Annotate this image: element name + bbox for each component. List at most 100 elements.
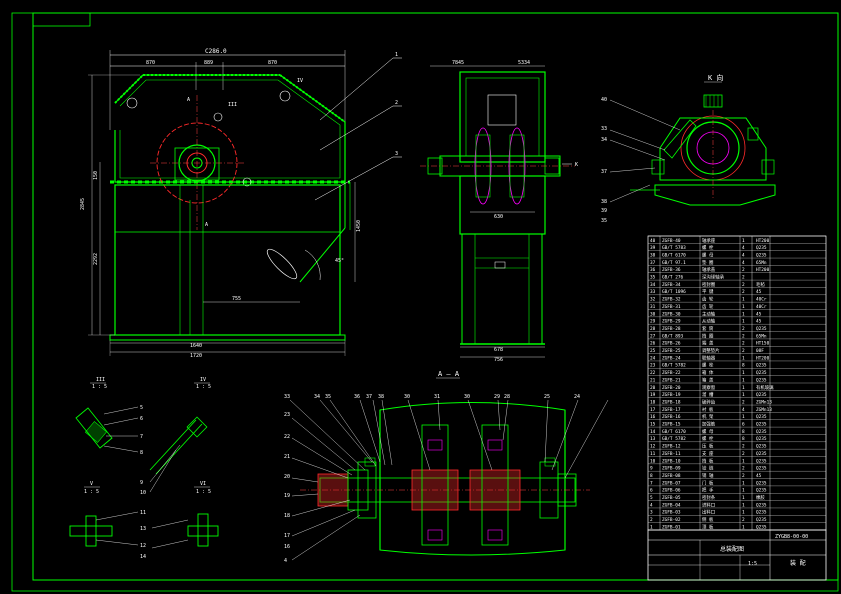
parts-list-cell: Q235 — [756, 392, 767, 398]
parts-list-cell: 8 — [742, 429, 745, 435]
parts-list-cell: 22 — [650, 370, 656, 376]
dim-angle: 45° — [335, 258, 344, 264]
front-view: C286.0 870 889 870 — [80, 48, 402, 359]
parts-list-cell: 出料口 — [702, 509, 715, 516]
parts-list-cell: 8 — [742, 363, 745, 369]
parts-list-cell: 溜 槽 — [702, 391, 714, 398]
aa-left-19: 19 — [284, 493, 290, 499]
parts-list-cell: 密封圈 — [702, 281, 716, 288]
parts-list-cell: 45 — [756, 319, 762, 325]
parts-list-cell: 2 — [742, 451, 745, 457]
parts-list-cell: 加强筋 — [702, 421, 716, 428]
iii-leader-5: 5 — [140, 405, 143, 411]
parts-list-cell: 35 — [650, 275, 656, 281]
parts-list-cell: ZGMn13 — [756, 399, 772, 405]
v-scale: 1 : 5 — [84, 489, 99, 495]
parts-list-cell: Q235 — [756, 429, 767, 435]
parts-list-cell: HT200 — [756, 267, 770, 273]
parts-list-cell: 2 — [742, 399, 745, 405]
v-leader-11: 11 — [140, 510, 146, 516]
parts-list-cell: 27 — [650, 333, 656, 339]
parts-list-cell: Q235 — [756, 517, 767, 523]
parts-list-cell: ZGFB-15 — [662, 422, 681, 428]
parts-list-cell: 2 — [742, 275, 745, 281]
parts-list-cell: GB/T 5782 — [662, 363, 686, 369]
parts-list-cell: ZGFB-31 — [662, 304, 681, 310]
parts-list-cell: ZGFB-28 — [662, 326, 681, 332]
iv-leader-9: 9 — [140, 480, 143, 486]
parts-list-cell: Q235 — [756, 458, 767, 464]
parts-list-cell: 2 — [742, 517, 745, 523]
parts-list-cell: HT200 — [756, 238, 770, 244]
parts-list-cell: ZGFB-08 — [662, 473, 681, 479]
parts-list-cell: 联轴器 — [702, 354, 716, 361]
parts-list-cell: 破碎齿 — [702, 398, 716, 405]
parts-list-cell: 2 — [742, 444, 745, 450]
parts-list-cell: 铰 链 — [702, 465, 714, 472]
parts-list-cell: ZGFB-19 — [662, 392, 681, 398]
inner-frame — [32, 12, 839, 581]
leader-2: 2 — [395, 100, 398, 106]
parts-list-cell: GB/T 276 — [662, 275, 684, 281]
parts-list-cell: 32 — [650, 297, 656, 303]
v-title: V — [90, 481, 93, 487]
parts-list-cell: 深沟球轴承 — [702, 274, 725, 281]
dim-right: 870 — [268, 60, 277, 66]
aa-top-34: 34 — [314, 394, 320, 400]
parts-list-cell: 8 — [650, 473, 653, 479]
parts-list-cell: ZGFB-03 — [662, 510, 681, 516]
parts-list-cell: 螺 母 — [702, 428, 714, 435]
parts-list-cell: 从动轴 — [702, 318, 716, 325]
parts-list-cell: 2 — [742, 289, 745, 295]
parts-list-cell: Q235 — [756, 524, 767, 530]
aa-left-4: 4 — [284, 558, 287, 564]
parts-list-cell: 轴承座 — [702, 237, 716, 244]
dim-bottom-2: 1720 — [190, 353, 202, 359]
parts-list-cell: Q235 — [756, 370, 767, 376]
parts-list-cell: 40 — [650, 238, 656, 244]
parts-list-cell: 螺 母 — [702, 251, 714, 258]
parts-list-cell: 1 — [742, 502, 745, 508]
parts-list-cell: 垫 圈 — [702, 259, 714, 266]
parts-list-cell: 2 — [650, 517, 653, 523]
parts-list-cell: 2 — [742, 282, 745, 288]
aa-top-25: 25 — [544, 394, 550, 400]
parts-list-cell: 1 — [742, 319, 745, 325]
parts-list-cell: ZGFB-01 — [662, 524, 681, 530]
parts-list-cell: 侧 板 — [702, 516, 714, 523]
parts-list-cell: 1 — [742, 510, 745, 516]
dim-bottom-1: 1640 — [190, 343, 202, 349]
iii-title: III — [96, 377, 105, 383]
parts-list-cell: 压 板 — [702, 443, 714, 450]
side-dim-bottom-1: 678 — [494, 347, 503, 353]
vi-scale: 1 : 5 — [196, 489, 211, 495]
parts-list-cell: 29 — [650, 319, 656, 325]
parts-list-cell: 45 — [756, 289, 762, 295]
parts-list-cell: 37 — [650, 260, 656, 266]
parts-list-cell: Q235 — [756, 377, 767, 383]
parts-list-cell: 螺 栓 — [702, 435, 714, 442]
parts-list-cell: 螺 栓 — [702, 362, 714, 369]
parts-list-cell: 2 — [742, 348, 745, 354]
parts-list-cell: 毛毡 — [756, 281, 765, 288]
mark-iii: III — [228, 102, 237, 108]
parts-list-cell: ZGFB-21 — [662, 377, 681, 383]
parts-list-cell: 主动轴 — [702, 310, 716, 317]
parts-list-cell: 衬 板 — [702, 406, 714, 413]
parts-list-cell: 螺 栓 — [702, 244, 714, 251]
side-dim-left: 7845 — [452, 60, 464, 66]
parts-list-cell: 2 — [742, 473, 745, 479]
parts-list-cell: 18 — [650, 399, 656, 405]
parts-list-cell: 23 — [650, 363, 656, 369]
parts-list-cell: ZGFB-07 — [662, 480, 681, 486]
parts-list-cell: ZGFB-34 — [662, 282, 681, 288]
aa-top-37: 37 — [366, 394, 372, 400]
detail-k-view: K 向 40 33 34 37 38 39 35 — [601, 73, 776, 224]
parts-list-cell: ZGFB-40 — [662, 238, 681, 244]
k-leader-40: 40 — [601, 97, 607, 103]
parts-list-cell: 39 — [650, 245, 656, 251]
parts-list-cell: 7 — [650, 480, 653, 486]
parts-list-cell: HT200 — [756, 355, 770, 361]
parts-list-cell: 36 — [650, 267, 656, 273]
dim-inner: 755 — [232, 296, 241, 302]
